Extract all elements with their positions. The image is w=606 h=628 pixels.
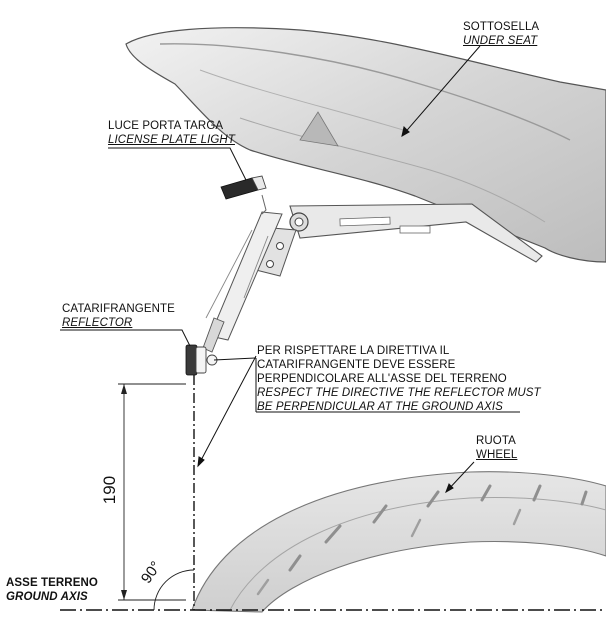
license-plate-light <box>220 175 267 215</box>
ground-axis-label-en: GROUND AXIS <box>6 591 88 603</box>
leader-lines <box>60 45 520 494</box>
note-line-5: BE PERPENDICULAR AT THE GROUND AXIS <box>257 401 503 413</box>
under-seat-label-it: SOTTOSELLA <box>463 21 540 33</box>
reflector-label-en: REFLECTOR <box>62 317 133 329</box>
ground-axis-label-it: ASSE TERRENO <box>6 577 98 589</box>
plate-light-label-it: LUCE PORTA TARGA <box>108 120 224 132</box>
license-plate-bracket <box>202 203 543 353</box>
height-dimension <box>118 383 186 601</box>
plate-light-label-en: LICENSE PLATE LIGHT <box>108 134 235 146</box>
note-line-4: RESPECT THE DIRECTIVE THE REFLECTOR MUST <box>257 387 541 399</box>
note-line-1: PER RISPETTARE LA DIRETTIVA IL <box>257 345 450 357</box>
wheel-label-en: WHEEL <box>476 449 518 461</box>
under-seat-fairing <box>125 27 606 263</box>
height-dimension-value: 190 <box>100 475 120 505</box>
angle-arc <box>153 569 195 611</box>
under-seat-label-en: UNDER SEAT <box>463 35 538 47</box>
reflector-label-it: CATARIFRANGENTE <box>62 303 175 315</box>
reflector-part <box>185 344 218 376</box>
rear-wheel <box>191 471 606 613</box>
wheel-label-it: RUOTA <box>476 435 516 447</box>
note-line-3: PERPENDICOLARE ALL'ASSE DEL TERRENO <box>257 373 507 385</box>
note-line-2: CATARIFRANGENTE DEVE ESSERE <box>257 359 456 371</box>
